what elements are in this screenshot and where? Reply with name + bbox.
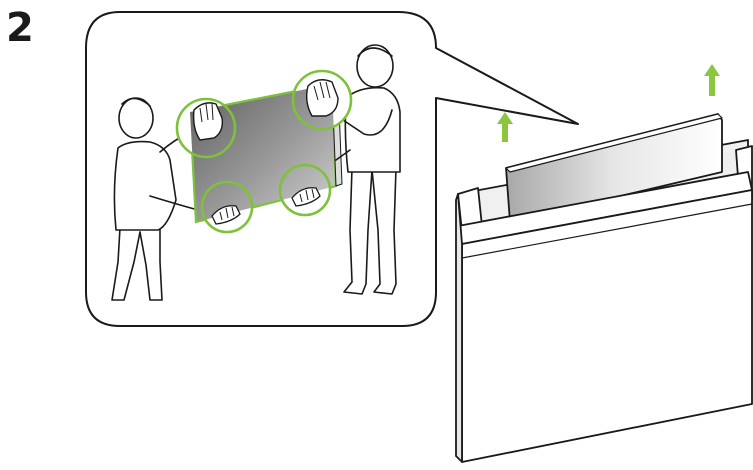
person-left bbox=[111, 97, 199, 301]
hand-grip-icon bbox=[305, 79, 339, 117]
up-arrow-icon bbox=[497, 112, 513, 142]
grip-highlight-top-left bbox=[175, 97, 237, 159]
step-number: 2 bbox=[6, 5, 34, 51]
grip-highlight-bottom-left bbox=[200, 180, 254, 234]
grip-highlight-top-right bbox=[291, 69, 353, 131]
grip-highlight-bottom-right bbox=[278, 163, 332, 217]
person-right bbox=[335, 44, 401, 295]
up-arrow-icon bbox=[704, 64, 720, 96]
shipping-box bbox=[455, 113, 753, 463]
hand-grip-icon bbox=[192, 102, 224, 141]
